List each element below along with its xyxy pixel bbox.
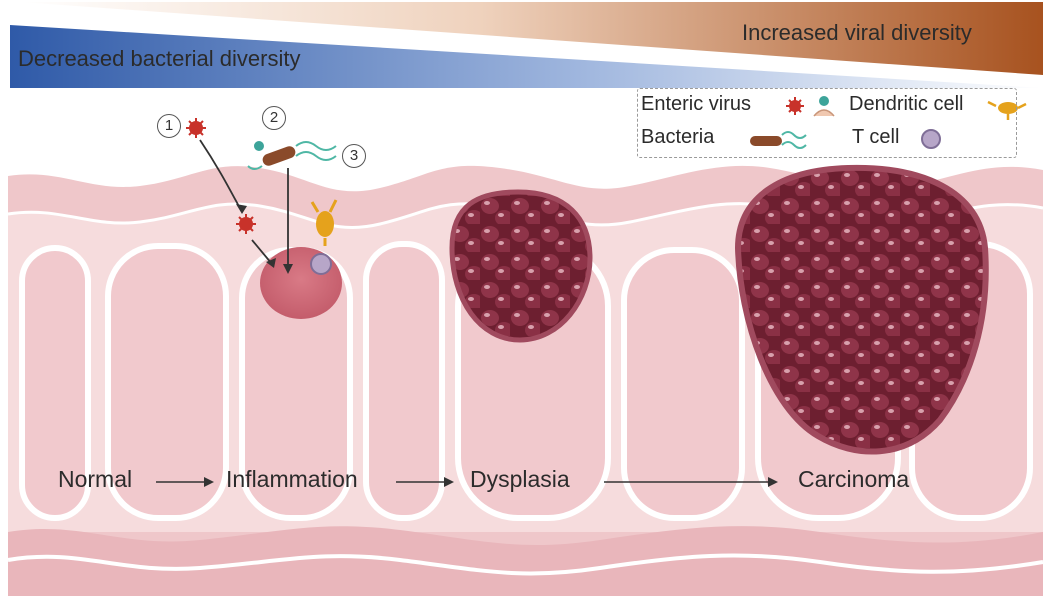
bacterial-diversity-gradient bbox=[10, 25, 1043, 88]
legend-virus-icon bbox=[786, 96, 835, 117]
submucosa-band bbox=[8, 526, 1043, 596]
carcinoma-tumor bbox=[734, 164, 989, 455]
legend-t-cell: T cell bbox=[852, 126, 900, 148]
stage-carcinoma: Carcinoma bbox=[798, 466, 910, 492]
legend-dendritic-icon bbox=[987, 100, 1027, 120]
legend-enteric-virus: Enteric virus bbox=[641, 93, 752, 115]
step-1-marker: 1 bbox=[157, 114, 181, 138]
dysplasia-polyp bbox=[449, 189, 593, 343]
enteric-virus-1 bbox=[186, 118, 206, 138]
legend-bacteria: Bacteria bbox=[641, 126, 715, 148]
arrowheads bbox=[236, 204, 293, 274]
stage-inflammation: Inflammation bbox=[226, 466, 358, 492]
legend bbox=[637, 88, 1017, 158]
legend-bacteria-icon bbox=[750, 131, 807, 149]
stage-arrowheads bbox=[204, 477, 778, 487]
submucosa-line bbox=[7, 553, 1044, 576]
legend-dendritic-cell: Dendritic cell bbox=[849, 93, 964, 115]
step-2-marker: 2 bbox=[262, 106, 286, 130]
viral-diversity-label: Increased viral diversity bbox=[742, 20, 972, 45]
stage-normal: Normal bbox=[58, 466, 133, 492]
bacteria-cluster bbox=[247, 141, 337, 170]
viral-diversity-gradient bbox=[20, 2, 1043, 75]
stage-dysplasia: Dysplasia bbox=[470, 466, 570, 492]
t-cell-in-lesion bbox=[310, 253, 332, 275]
bacterial-diversity-label: Decreased bacterial diversity bbox=[18, 46, 301, 71]
dendritic-cell bbox=[310, 199, 338, 246]
enteric-virus-2 bbox=[236, 214, 256, 234]
step-3-marker: 3 bbox=[342, 144, 366, 168]
legend-tcell-icon bbox=[921, 129, 941, 149]
